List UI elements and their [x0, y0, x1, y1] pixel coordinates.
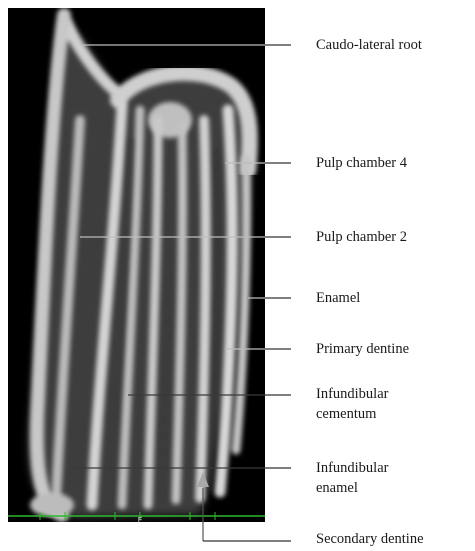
label-infundibular-enamel-line2: enamel [316, 479, 358, 498]
label-pulp-chamber-2: Pulp chamber 2 [316, 228, 407, 247]
label-caudo-lateral-root: Caudo-lateral root [316, 36, 422, 55]
label-infundibular-cementum-line2: cementum [316, 405, 376, 424]
label-primary-dentine: Primary dentine [316, 340, 409, 359]
label-pulp-chamber-4: Pulp chamber 4 [316, 154, 407, 173]
label-secondary-dentine: Secondary dentine [316, 530, 424, 549]
label-infundibular-cementum-line1: Infundibular [316, 385, 388, 404]
scale-marker: F [138, 517, 142, 524]
tooth-body [29, 15, 252, 518]
label-enamel: Enamel [316, 289, 360, 308]
label-infundibular-enamel-line1: Infundibular [316, 459, 388, 478]
